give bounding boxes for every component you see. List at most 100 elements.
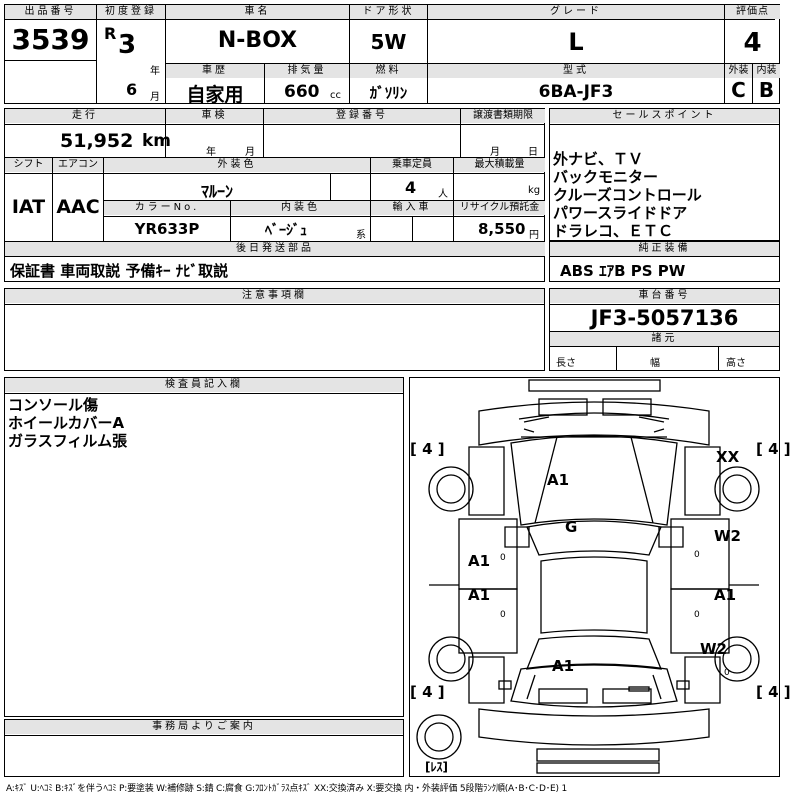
- mark-left-front-door: A1: [468, 552, 491, 570]
- score-value: 4: [743, 28, 762, 58]
- dims-label: 諸元: [550, 332, 779, 346]
- fuel-label: 燃料: [350, 64, 427, 78]
- sales-point-text: 外ナビ、ＴＶ バックモニター クルーズコントロール パワースライドドア ドラレコ…: [553, 150, 702, 240]
- mark-right-rear-door: A1: [714, 586, 737, 604]
- history-value: 自家用: [186, 84, 244, 106]
- model-value: 6BA-JF3: [538, 82, 614, 102]
- mark-right-rear-fender-sub: 0: [724, 668, 730, 678]
- model-label: 型式: [428, 64, 724, 78]
- mark-right-front-fender: XX: [716, 448, 740, 466]
- transfer-label: 譲渡書類期限: [461, 109, 545, 123]
- int-color-value: ﾍﾞｰｼﾞｭ: [265, 223, 307, 239]
- reg-year: 3: [118, 30, 137, 60]
- spare-tire-label: [ﾚｽ]: [425, 760, 448, 774]
- equipment-value: ABS ｴｱB PS PW: [560, 262, 686, 280]
- car-name: N-BOX: [217, 28, 298, 53]
- details-block: [4, 108, 545, 282]
- legend: A:ｷｽﾞ U:ﾍｺﾐ B:ｷｽﾞを伴うﾍｺﾐ P:要塗装 W:補修跡 S:錆 …: [6, 784, 567, 794]
- inspector-label: 検査員記入欄: [5, 378, 403, 392]
- exterior-grade: C: [731, 78, 746, 102]
- later-parts-label: 後日発送部品: [5, 242, 545, 256]
- height-label: 高さ: [726, 358, 746, 369]
- mark-right-front-door: W2: [714, 527, 741, 545]
- displacement-value: 660: [284, 82, 320, 102]
- ac-value: AAC: [56, 196, 100, 218]
- month-unit: 月: [150, 92, 160, 103]
- lot-number: 3539: [11, 23, 90, 56]
- first-reg-label: 初度登録: [97, 5, 165, 19]
- era: R: [104, 24, 117, 43]
- tire-front-left: [ 4 ]: [410, 440, 445, 458]
- mark-roof: G: [565, 518, 578, 536]
- sales-point-block: [549, 108, 780, 241]
- tire-rear-left: [ 4 ]: [410, 683, 445, 701]
- inspection-label: 車検: [166, 109, 263, 123]
- ac-label: エアコン: [53, 158, 103, 172]
- width-label: 幅: [650, 358, 660, 369]
- mark-right-rear-fender: W2: [700, 640, 727, 658]
- max-load-label: 最大積載量: [454, 158, 545, 172]
- door-value: 5W: [370, 30, 407, 54]
- mark-left-rear-door-sub: 0: [500, 610, 506, 620]
- capacity-label: 乗車定員: [371, 158, 453, 172]
- grade-value: L: [568, 28, 584, 56]
- shift-label: シフト: [5, 158, 52, 172]
- office-block: [4, 719, 404, 777]
- import-label: 輸入車: [371, 201, 453, 215]
- mark-right-rear-door-sub: 0: [694, 610, 700, 620]
- chassis-value: JF3-5057136: [590, 306, 739, 330]
- ext-color-label: 外装色: [104, 158, 370, 172]
- grade-label: グレード: [428, 5, 724, 19]
- length-label: 長さ: [556, 358, 576, 369]
- recycle-label: リサイクル預託金: [454, 201, 545, 215]
- interior-grade: B: [758, 78, 775, 102]
- interior-label: 内装: [753, 64, 780, 78]
- car-diagram: [409, 377, 780, 777]
- tire-front-right: [ 4 ]: [756, 440, 791, 458]
- transfer-day-unit: 日: [528, 147, 538, 158]
- mark-left-front-door-sub: 0: [500, 553, 506, 563]
- int-color-unit: 系: [356, 230, 366, 241]
- inspector-notes: コンソール傷 ホイールカバーA ガラスフィルム張: [8, 396, 128, 450]
- recycle-value: 8,550: [478, 220, 526, 238]
- max-load-unit: kg: [528, 185, 541, 196]
- car-outline: [416, 379, 760, 774]
- equipment-label: 純正装備: [550, 242, 779, 256]
- inspection-year-unit: 年: [206, 147, 216, 158]
- transfer-month-unit: 月: [490, 147, 500, 158]
- year-unit: 年: [150, 66, 160, 77]
- shift-value: IAT: [11, 196, 46, 218]
- chassis-label: 車台番号: [550, 289, 779, 303]
- lot-label: 出品番号: [5, 5, 96, 19]
- score-label: 評価点: [725, 5, 780, 19]
- mileage-label: 走行: [5, 109, 165, 123]
- car-name-label: 車名: [166, 5, 349, 19]
- capacity-value: 4: [405, 178, 417, 197]
- inspection-month-unit: 月: [245, 147, 255, 158]
- door-label: ドア形状: [350, 5, 427, 19]
- header-block: [4, 4, 780, 104]
- office-label: 事務局よりご案内: [5, 720, 403, 734]
- color-no-value: YR633P: [134, 220, 200, 238]
- displacement-unit: cc: [330, 90, 341, 101]
- recycle-unit: 円: [529, 230, 539, 241]
- int-color-label: 内装色: [231, 201, 370, 215]
- mark-hood: A1: [547, 471, 570, 489]
- mark-left-rear-door: A1: [468, 586, 491, 604]
- exterior-label: 外装: [725, 64, 752, 78]
- notes-label: 注意事項欄: [5, 289, 544, 303]
- notes-block: [4, 288, 545, 371]
- reg-month: 6: [126, 80, 138, 99]
- history-label: 車歴: [166, 64, 264, 78]
- ext-color-value: ﾏﾙｰﾝ: [200, 182, 233, 201]
- mark-right-front-door-sub: 0: [694, 550, 700, 560]
- color-no-label: カラーNo.: [104, 201, 230, 215]
- displacement-label: 排気量: [265, 64, 349, 78]
- mileage-value: 51,952: [60, 130, 134, 152]
- mark-back-door: A1: [552, 657, 575, 675]
- tire-rear-right: [ 4 ]: [756, 683, 791, 701]
- fuel-value: ｶﾞｿﾘﾝ: [369, 84, 408, 102]
- sales-point-label: セールスポイント: [550, 109, 779, 123]
- equipment-block: [549, 241, 780, 282]
- capacity-unit: 人: [438, 189, 448, 200]
